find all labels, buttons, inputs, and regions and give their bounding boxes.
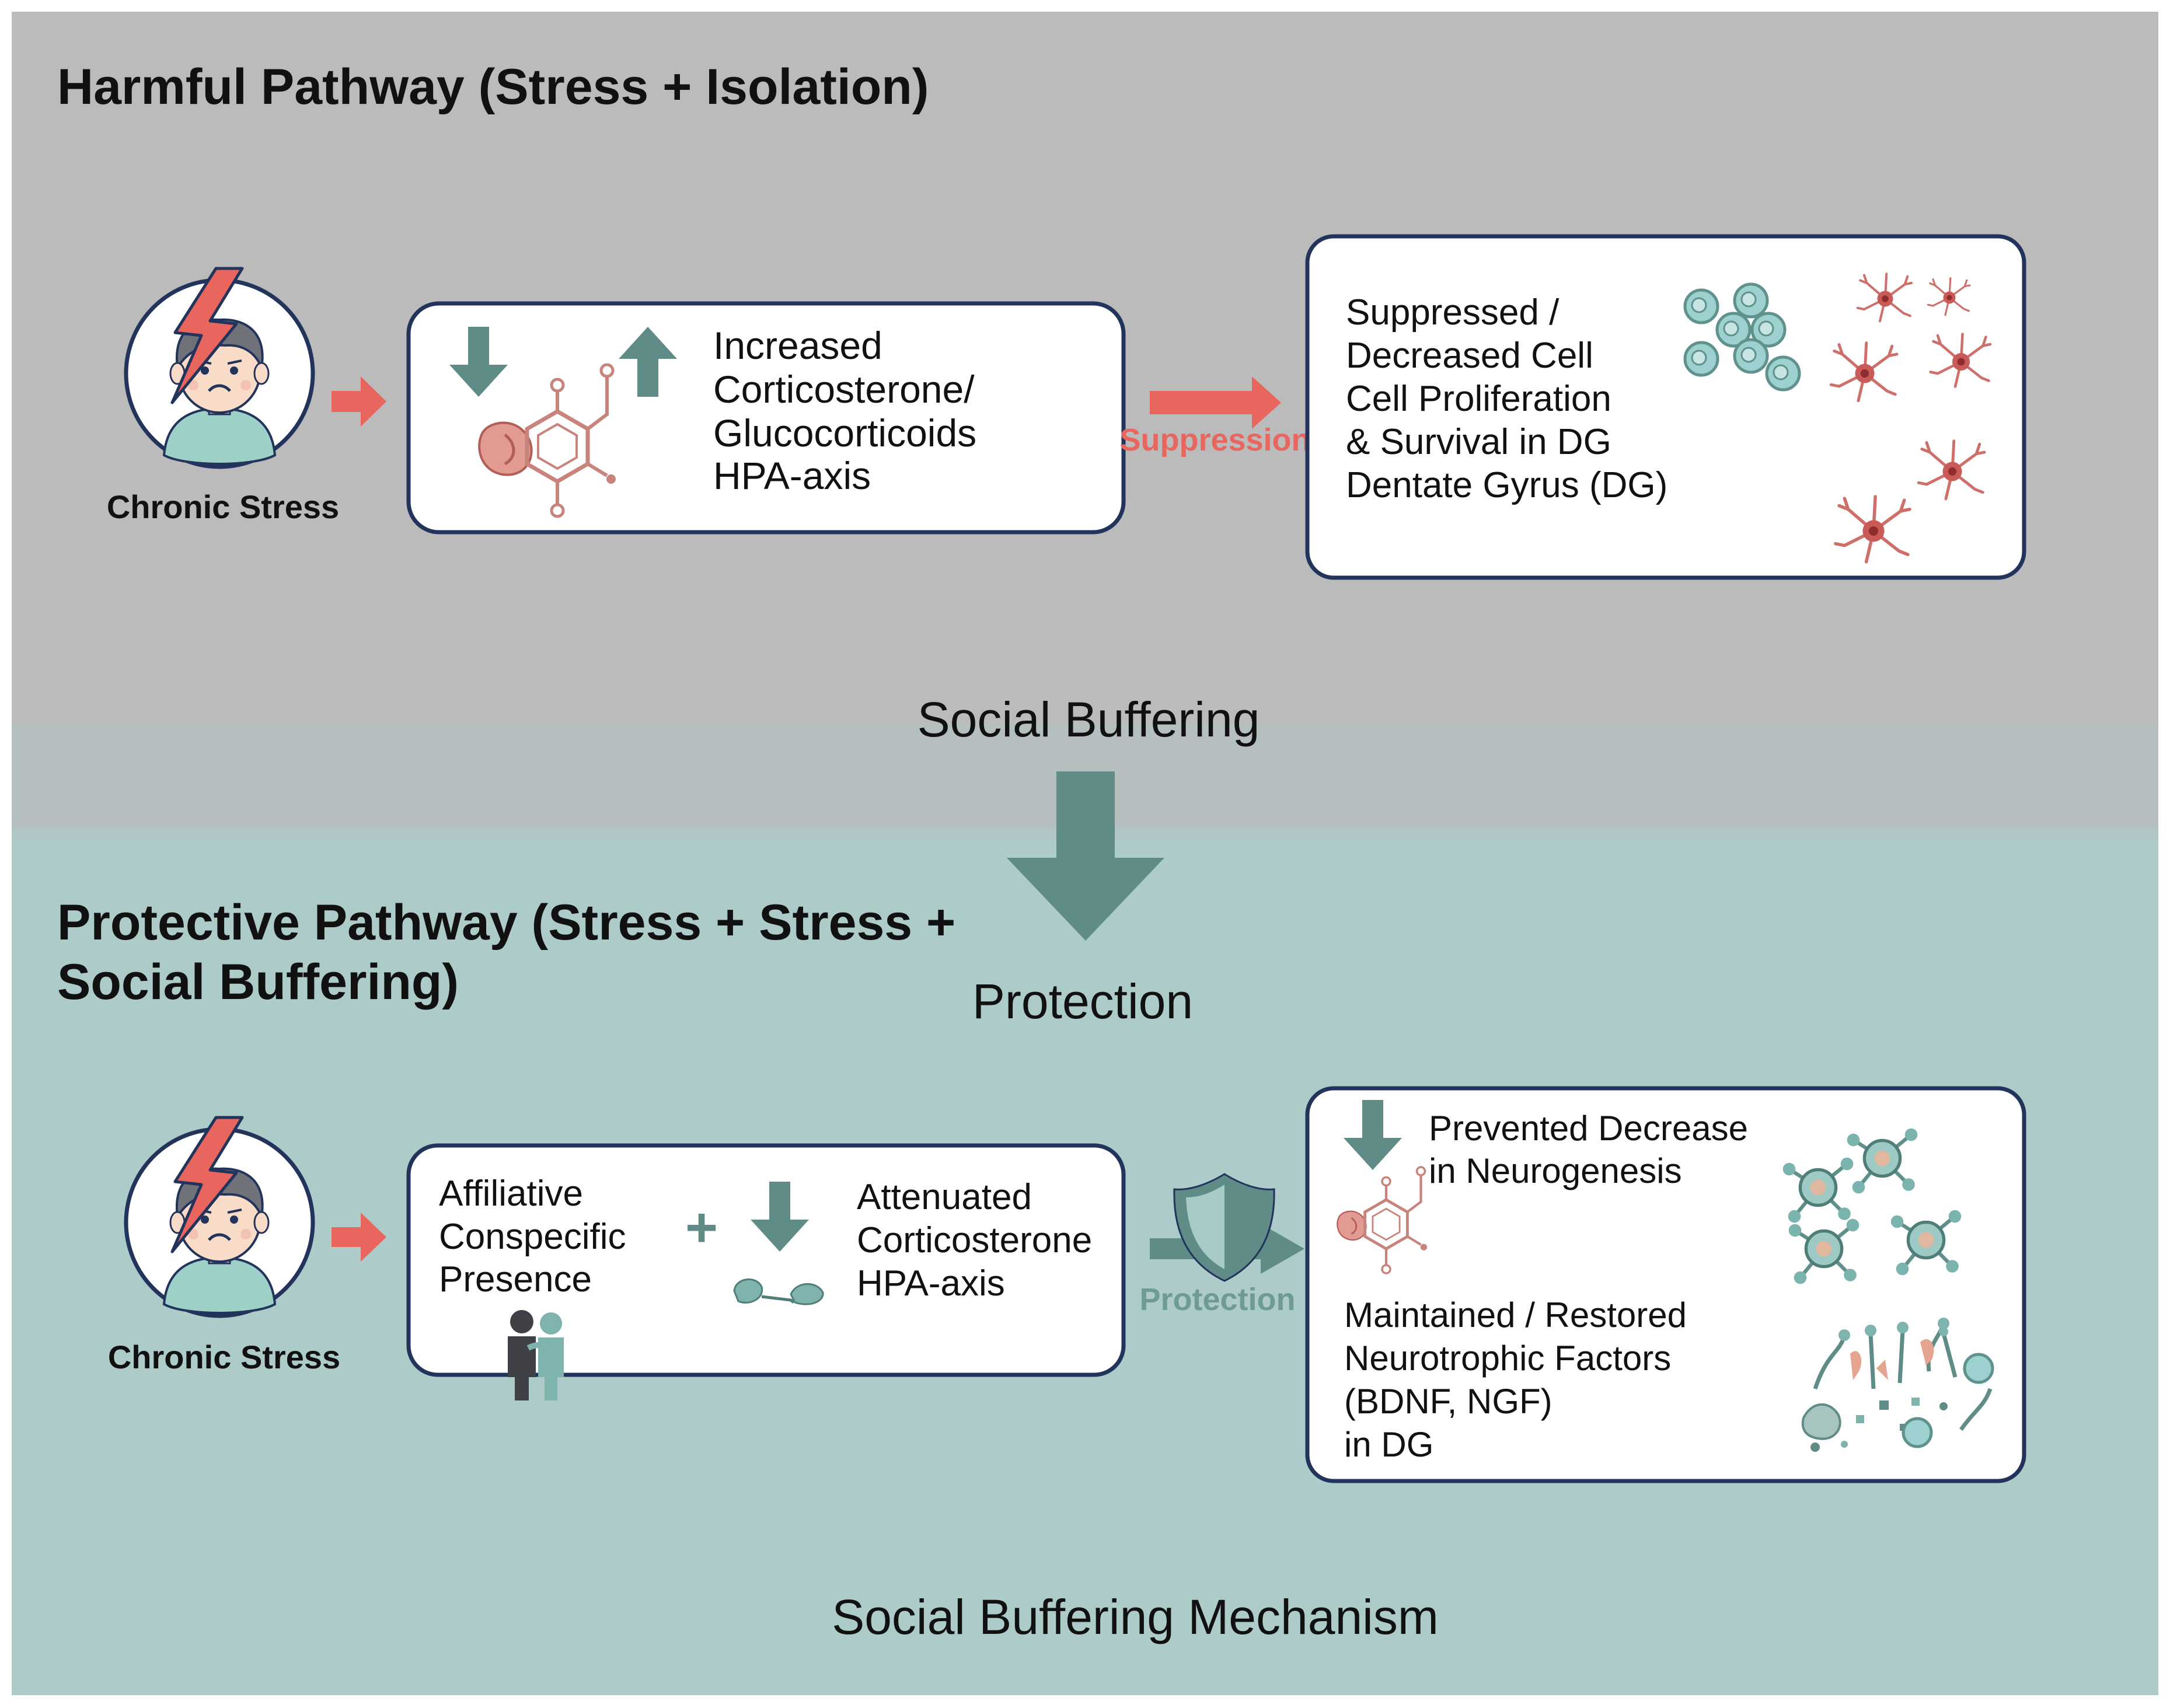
plus-sign: + xyxy=(685,1196,718,1259)
up-arrow-icon xyxy=(619,327,677,397)
hormone-line-1: Increased xyxy=(713,324,882,367)
outcome-line-4: & Survival in DG xyxy=(1346,422,1611,462)
suppression-arrow xyxy=(1150,376,1281,429)
outcome-line-5: Dentate Gyrus (DG) xyxy=(1346,465,1667,505)
hormone-line-3: Glucocorticoids xyxy=(713,411,976,455)
svg-text:Protective Pathway (Stress + S: Protective Pathway (Stress + Stress + So… xyxy=(57,895,969,1010)
down-arrow-icon xyxy=(1344,1100,1402,1170)
hormone-line-2: Corticosterone/ xyxy=(713,368,975,411)
social-buffering-label: Social Buffering xyxy=(917,692,1260,747)
presence-line-2: Conspecific xyxy=(439,1217,626,1257)
neurotrophic-line-2: Neurotrophic Factors xyxy=(1344,1339,1671,1378)
cort-line-1: Attenuated xyxy=(857,1177,1032,1217)
svg-text:Maintained / Restored Neur: Maintained / Restored Neurotrophic Facto… xyxy=(1344,1295,1697,1464)
cort-line-2: Corticosterone xyxy=(857,1220,1092,1260)
protective-presence-box xyxy=(406,1143,1126,1377)
harmful-person-label: Chronic Stress xyxy=(107,488,339,525)
neurogenesis-line-2: in Neurogenesis xyxy=(1429,1151,1682,1190)
outcome-line-2: Decreased Cell xyxy=(1346,336,1593,376)
svg-text:Attenuated Corticosterone: Attenuated Corticosterone HPA-axis xyxy=(857,1177,1102,1304)
protective-outcome-box xyxy=(1305,1086,2026,1483)
presence-line-1: Affiliative xyxy=(439,1173,583,1214)
presence-line-3: Presence xyxy=(439,1259,592,1300)
svg-text:Affiliative Conspecific: Affiliative Conspecific Presence xyxy=(439,1173,636,1300)
neurogenesis-line-1: Prevented Decrease xyxy=(1429,1109,1748,1148)
harmful-hormone-box xyxy=(406,301,1126,535)
protection-arrow-label: Protection xyxy=(1139,1282,1295,1317)
neurotrophic-line-4: in DG xyxy=(1344,1425,1433,1464)
outcome-line-3: Cell Proliferation xyxy=(1346,379,1611,419)
svg-text:Suppressed / Decreased Cel: Suppressed / Decreased Cell Cell Prolife… xyxy=(1346,292,1667,505)
svg-text:Increased Corticosterone/: Increased Corticosterone/ Glucocorticoid… xyxy=(713,324,988,497)
suppression-label: Suppression xyxy=(1119,422,1310,457)
protective-stress-arrow xyxy=(332,1213,386,1262)
neurotrophic-line-3: (BDNF, NGF) xyxy=(1344,1382,1553,1421)
protection-label: Protection xyxy=(972,974,1193,1029)
shield-icon xyxy=(1173,1173,1275,1282)
down-arrow-icon xyxy=(751,1182,809,1252)
protective-person-label: Chronic Stress xyxy=(108,1339,340,1375)
adrenal-gland-icon xyxy=(479,422,531,474)
social-buffering-arrow xyxy=(1007,771,1164,941)
neurotrophic-line-1: Maintained / Restored xyxy=(1344,1295,1687,1335)
harmful-title: Harmful Pathway (Stress + Isolation) xyxy=(57,59,929,115)
hormone-line-4: HPA-axis xyxy=(713,454,871,497)
down-arrow-icon xyxy=(449,327,508,397)
outcome-line-1: Suppressed / xyxy=(1346,292,1560,333)
protective-title-line-2: Social Buffering) xyxy=(57,954,459,1010)
people-icon xyxy=(508,1310,564,1400)
harmful-stress-arrow xyxy=(332,376,386,427)
neurotrophic-factors-icon xyxy=(1801,1318,1994,1452)
protective-title-line-1: Protective Pathway (Stress + Stress + xyxy=(57,895,955,951)
adrenal-gland-icon xyxy=(1337,1210,1367,1241)
svg-text:Prevented Decrease in Neur: Prevented Decrease in Neurogenesis xyxy=(1429,1109,1758,1190)
adrenal-gland-icon xyxy=(733,1278,824,1305)
diagram-caption: Social Buffering Mechanism xyxy=(832,1590,1439,1644)
cort-line-3: HPA-axis xyxy=(857,1263,1005,1304)
harmful-outcome-box xyxy=(1305,234,2026,580)
